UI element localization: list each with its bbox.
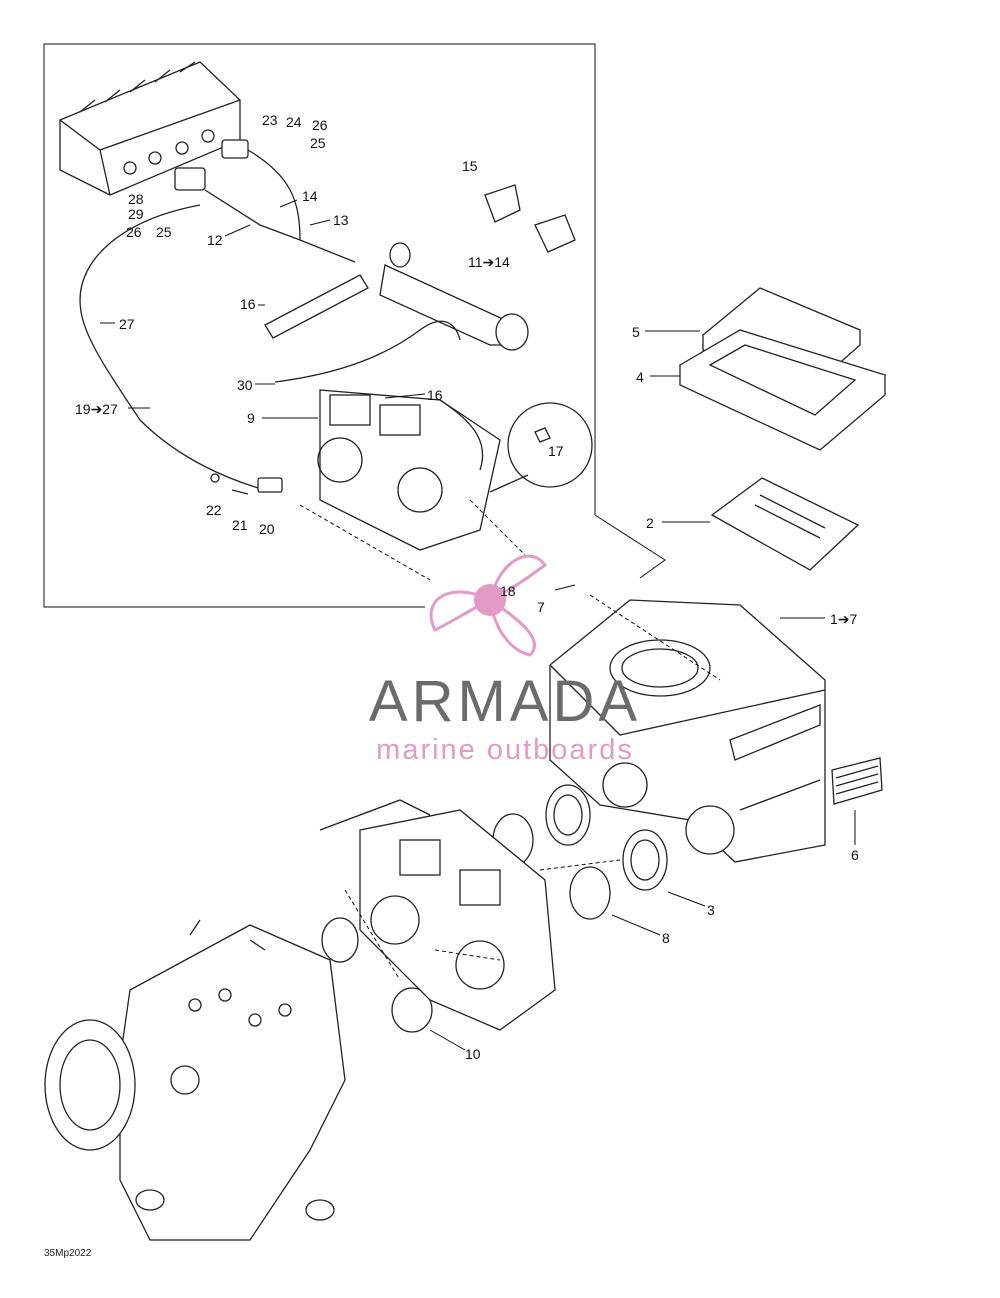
callout-20: 20	[259, 521, 275, 537]
figure-code: 35Mp2022	[44, 1248, 92, 1259]
callout-23: 23	[262, 112, 278, 128]
hose-part-2	[274, 320, 461, 383]
sensor-harness-part	[79, 139, 356, 495]
inset-frame	[43, 43, 596, 608]
callout-14: 14	[302, 188, 318, 204]
propeller-logo-icon	[429, 554, 548, 657]
callout-1: 1➔7	[830, 611, 858, 627]
silencer-upper-part	[59, 61, 241, 196]
callout-22: 22	[206, 502, 222, 518]
callout-6: 6	[851, 847, 859, 863]
watermark-brand: ARMADA	[368, 669, 642, 734]
callout-26a: 26	[312, 117, 328, 133]
callout-16b: 16	[427, 387, 443, 403]
watermark-tagline: marine outboards	[376, 734, 634, 766]
callout-11: 11➔14	[468, 254, 510, 270]
callout-2: 2	[646, 515, 654, 531]
carburetor-inset-part	[317, 389, 501, 551]
callout-12: 12	[207, 232, 223, 248]
callout-7: 7	[537, 599, 545, 615]
leader-lines	[100, 199, 856, 1051]
callout-3: 3	[707, 902, 715, 918]
filter-frame-part	[678, 329, 887, 451]
grille-part	[831, 757, 883, 805]
callout-21: 21	[232, 517, 248, 533]
detail-circle-part	[507, 402, 593, 488]
adaptor-part	[545, 784, 668, 891]
callout-5: 5	[632, 324, 640, 340]
callout-16a: 16	[240, 296, 256, 312]
callout-25a: 25	[310, 135, 326, 151]
callout-29: 29	[128, 206, 144, 222]
callout-17: 17	[548, 443, 564, 459]
callout-10: 10	[465, 1046, 481, 1062]
callout-27: 27	[119, 316, 135, 332]
callout-24: 24	[286, 114, 302, 130]
callout-15: 15	[462, 158, 478, 174]
callout-13: 13	[333, 212, 349, 228]
callout-8: 8	[662, 930, 670, 946]
callout-28: 28	[128, 191, 144, 207]
callout-30: 30	[237, 377, 253, 393]
callout-18: 18	[500, 583, 516, 599]
inset-frame-tail	[594, 514, 666, 579]
carburetor-main-part	[319, 799, 556, 1031]
engine-part	[44, 919, 346, 1241]
callout-4: 4	[636, 369, 644, 385]
callout-26b: 26	[126, 224, 142, 240]
hose-part	[264, 274, 369, 339]
plate-part	[710, 477, 860, 571]
fuel-rail-part	[379, 242, 529, 351]
callout-25b: 25	[156, 224, 172, 240]
callout-19: 19➔27	[75, 401, 118, 417]
clip-part	[484, 184, 576, 253]
callout-9: 9	[247, 410, 255, 426]
air-silencer-box-part	[549, 599, 826, 863]
